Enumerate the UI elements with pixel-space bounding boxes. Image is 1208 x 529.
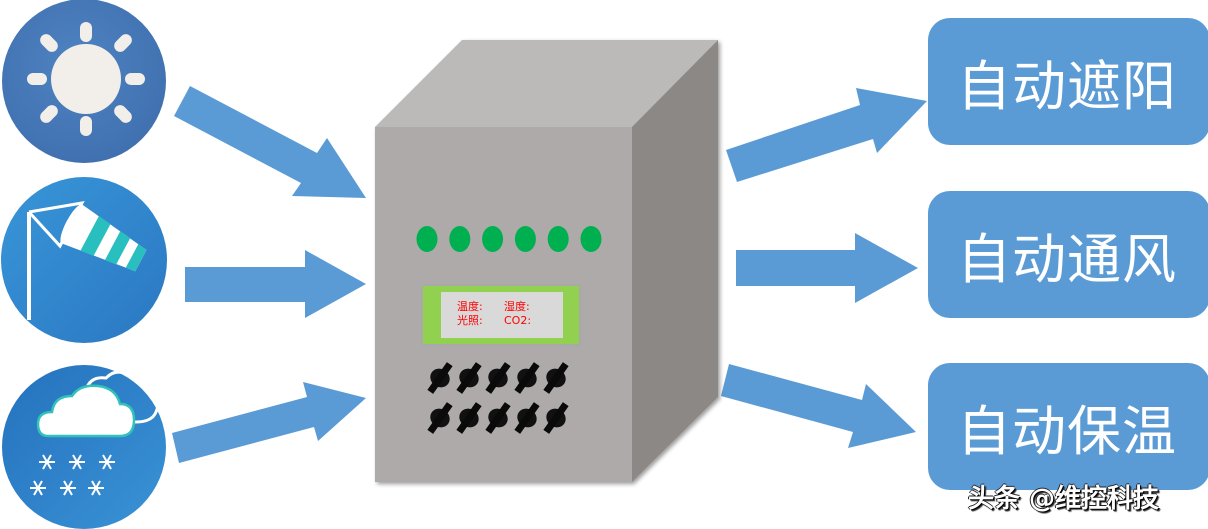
output-box-auto-insulation: 自动保温	[928, 363, 1208, 490]
terminal-connector	[543, 362, 569, 394]
sun-icon	[2, 0, 166, 163]
output-box-auto-shade: 自动遮阳	[928, 18, 1208, 145]
snowflakes	[30, 454, 115, 496]
arrow-output-ventilation	[736, 233, 918, 303]
arrow-output-shade	[726, 88, 927, 182]
cabinet-side-face	[632, 40, 718, 482]
output-label: 自动保温	[957, 400, 1177, 463]
terminal-connector	[456, 402, 482, 434]
arrow-input-sun	[174, 86, 366, 198]
light-label: 光照:	[457, 314, 483, 327]
status-led	[514, 226, 536, 252]
temperature-label: 温度:	[457, 300, 483, 313]
status-led	[449, 226, 471, 252]
terminal-connector	[427, 402, 453, 434]
terminal-connector	[514, 402, 540, 434]
status-leds	[416, 226, 602, 252]
snow-cloud-icon	[2, 365, 166, 529]
terminal-connector	[543, 402, 569, 434]
terminal-connector	[456, 362, 482, 394]
watermark: 头条 @维控科技	[968, 484, 1160, 514]
output-label: 自动遮阳	[957, 55, 1177, 118]
output-box-auto-ventilation: 自动通风	[928, 191, 1208, 318]
cabinet-display: 温度: 湿度: 光照: CO2:	[421, 284, 581, 346]
display-screen: 温度: 湿度: 光照: CO2:	[441, 292, 563, 338]
output-label: 自动通风	[957, 228, 1177, 291]
terminal-connector	[485, 402, 511, 434]
arrow-input-wind	[185, 250, 366, 318]
status-led	[580, 226, 602, 252]
terminal-connector	[485, 362, 511, 394]
arrow-input-snow	[172, 382, 366, 463]
status-led	[416, 226, 438, 252]
arrow-output-insulation	[721, 364, 916, 448]
status-led	[482, 226, 504, 252]
terminal-connector	[514, 362, 540, 394]
humidity-label: 湿度:	[504, 300, 530, 313]
terminal-connector	[427, 362, 453, 394]
status-led	[547, 226, 569, 252]
terminal-blocks	[427, 362, 569, 434]
co2-label: CO2:	[504, 314, 532, 327]
windsock-icon	[1, 177, 167, 343]
cabinet-top-face	[375, 40, 718, 127]
